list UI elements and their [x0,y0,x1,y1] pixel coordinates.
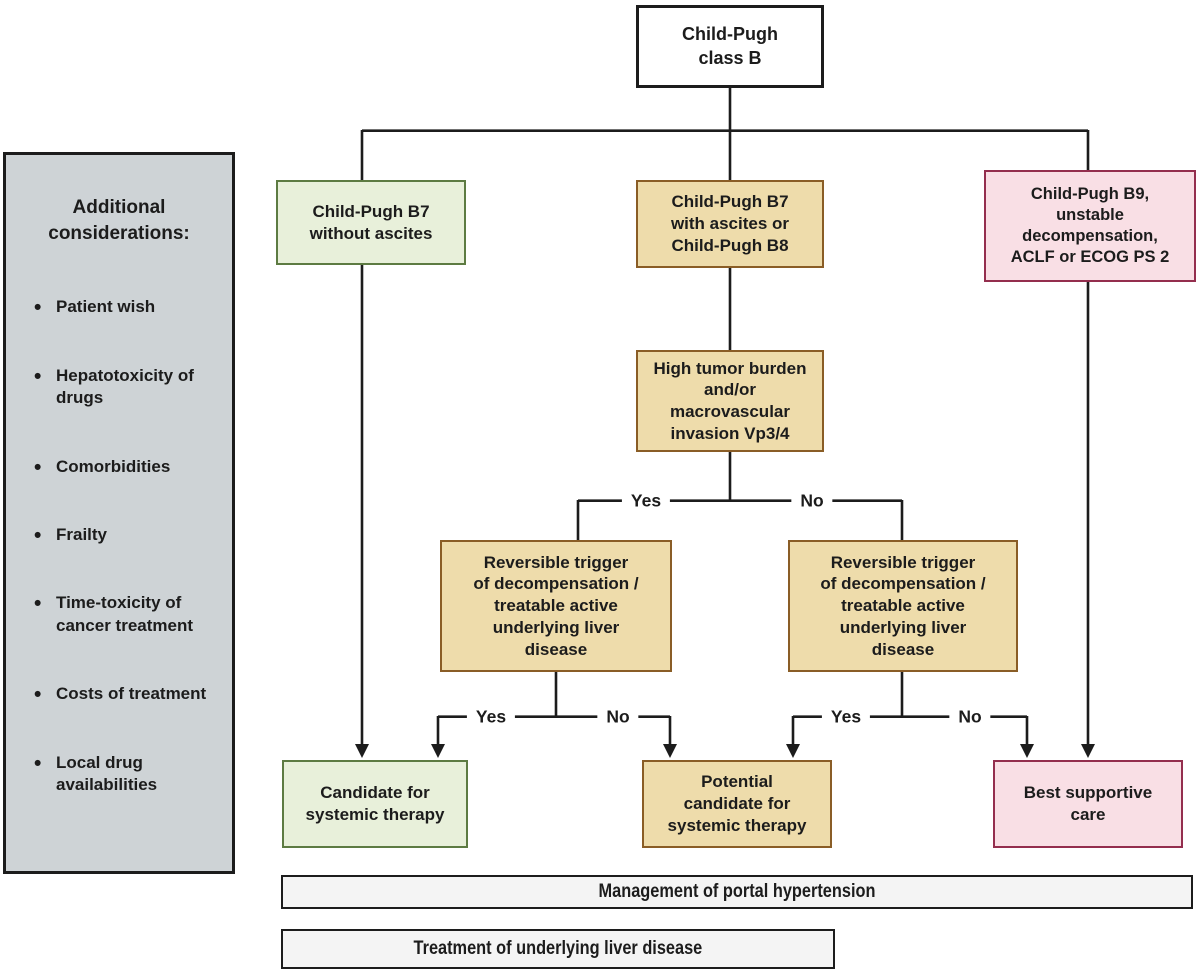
node-b7-ascites-or-b8: Child-Pugh B7 with ascites or Child-Pugh… [636,180,824,268]
arrowhead-candidate-right [431,744,445,758]
arrowhead-potential-right [786,744,800,758]
node-b9-unstable: Child-Pugh B9, unstable decompensation, … [984,170,1196,282]
branch-label-yes-tumor: Yes [621,490,671,512]
branch-label-yes-trigger-right: Yes [821,706,871,728]
arrowhead-potential-left [663,744,677,758]
branch-label-no-trigger-left: No [597,706,639,728]
bar-portal-hypertension: Management of portal hypertension [281,875,1193,909]
list-item: Frailty [34,522,218,550]
arrowhead-candidate-left [355,744,369,758]
node-b7-without-ascites: Child-Pugh B7 without ascites [276,180,466,265]
bar-underlying-liver-disease: Treatment of underlying liver disease [281,929,835,969]
considerations-list: Patient wish Hepatotoxicity of drugs Com… [20,294,218,797]
branch-label-yes-trigger-left: Yes [466,706,516,728]
node-potential-candidate: Potential candidate for systemic therapy [642,760,832,848]
list-item: Time-toxicity of cancer treatment [34,590,218,637]
arrowhead-bsc-right [1081,744,1095,758]
node-best-supportive-care: Best supportive care [993,760,1183,848]
list-item: Local drug availabilities [34,750,218,797]
additional-considerations-panel: Additional considerations: Patient wish … [3,152,235,874]
list-item: Comorbidities [34,454,218,482]
list-item: Hepatotoxicity of drugs [34,363,218,410]
node-child-pugh-class-b: Child-Pugh class B [636,5,824,88]
node-reversible-trigger-right: Reversible trigger of decompensation / t… [788,540,1018,672]
node-high-tumor-burden: High tumor burden and/or macrovascular i… [636,350,824,452]
node-candidate-systemic-therapy: Candidate for systemic therapy [282,760,468,848]
list-item: Costs of treatment [34,681,218,709]
branch-label-no-trigger-right: No [949,706,991,728]
branch-label-no-tumor: No [791,490,833,512]
bar-underlying-liver-disease-label: Treatment of underlying liver disease [413,938,703,959]
node-reversible-trigger-left: Reversible trigger of decompensation / t… [440,540,672,672]
bar-portal-hypertension-label: Management of portal hypertension [598,881,876,902]
additional-considerations-title: Additional considerations: [48,197,190,244]
list-item: Patient wish [34,294,218,322]
arrowhead-bsc-left [1020,744,1034,758]
